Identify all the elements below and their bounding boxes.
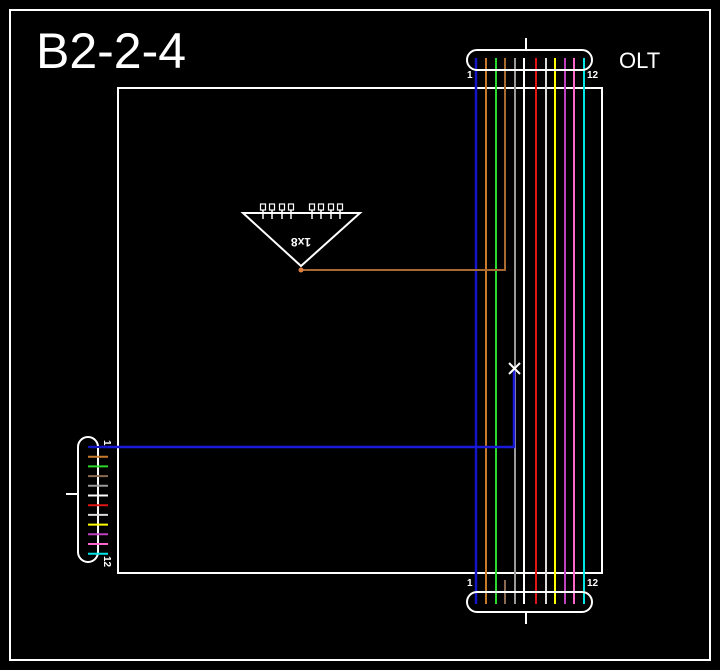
splitter-ports bbox=[259, 203, 344, 219]
splitter-port-8 bbox=[336, 203, 344, 219]
top-connector-end-label: 12 bbox=[587, 70, 599, 81]
left-connector-fibers bbox=[88, 446, 108, 555]
splitter-port-1 bbox=[259, 203, 267, 219]
blue-fiber bbox=[90, 370, 516, 449]
bottom-connector: 1 12 bbox=[466, 578, 599, 624]
splitter-label: 1x8 bbox=[291, 235, 311, 249]
splitter: 1x8 bbox=[240, 203, 363, 273]
left-connector: 1 12 bbox=[66, 436, 112, 568]
left-connector-end-label: 12 bbox=[101, 556, 112, 568]
splitter-output-dot bbox=[298, 267, 304, 273]
left-connector-start-label: 1 bbox=[101, 440, 112, 446]
splitter-port-3 bbox=[278, 203, 286, 219]
fiber-bundle bbox=[474, 58, 585, 604]
splitter-port-2 bbox=[268, 203, 276, 219]
splitter-port-4 bbox=[287, 203, 295, 219]
bottom-connector-start-label: 1 bbox=[467, 578, 473, 589]
splitter-port-7 bbox=[327, 203, 335, 219]
olt-label: OLT bbox=[619, 48, 660, 73]
x-icon bbox=[508, 362, 521, 375]
splitter-port-5 bbox=[308, 203, 316, 219]
splitter-port-6 bbox=[317, 203, 325, 219]
enclosure-box bbox=[117, 87, 603, 574]
top-connector: 1 12 bbox=[466, 38, 599, 81]
top-connector-start-label: 1 bbox=[467, 70, 473, 81]
page-title: B2-2-4 bbox=[36, 23, 186, 79]
splitter-fiber bbox=[301, 58, 506, 271]
outer-frame bbox=[9, 9, 711, 661]
bottom-connector-end-label: 12 bbox=[587, 578, 599, 589]
